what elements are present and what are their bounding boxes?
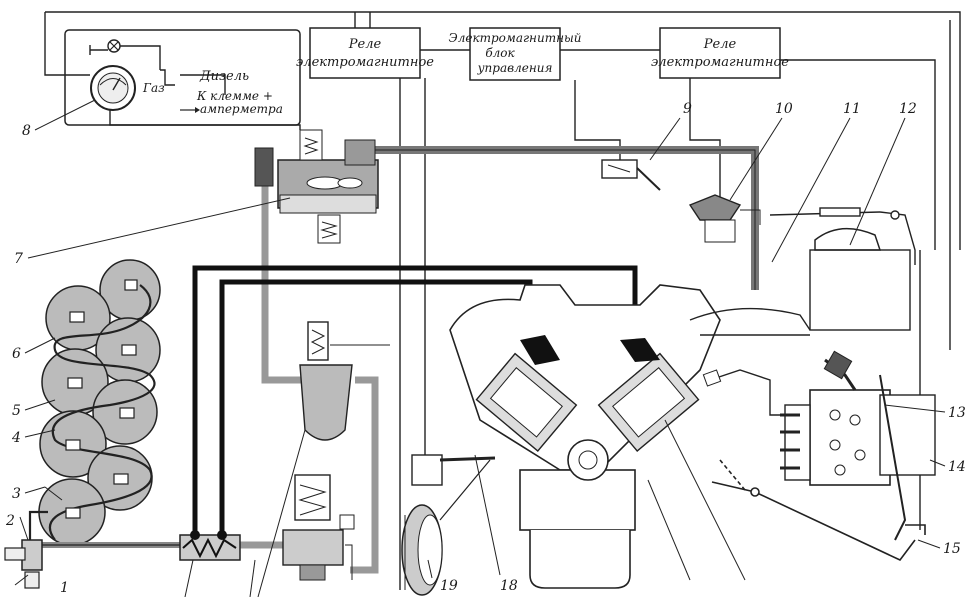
control-unit-line1: Электромагнитный bbox=[449, 31, 582, 45]
accelerator-pedal bbox=[711, 459, 926, 562]
num-19: 19 bbox=[440, 578, 458, 594]
num-18: 18 bbox=[500, 578, 518, 594]
air-cleaner-12 bbox=[809, 227, 911, 331]
pressure-regulator bbox=[282, 474, 355, 581]
num-11: 11 bbox=[843, 101, 861, 117]
num-9: 9 bbox=[683, 101, 692, 117]
relay-right-line1: Реле bbox=[703, 37, 737, 52]
injection-pump bbox=[780, 350, 936, 541]
num-7: 7 bbox=[14, 251, 23, 267]
gas-lines bbox=[30, 146, 759, 574]
label-gas: Газ bbox=[142, 81, 165, 95]
num-10: 10 bbox=[775, 101, 793, 117]
relay-right-line2: электромагнитное bbox=[651, 55, 789, 70]
num-1: 1 bbox=[60, 580, 69, 596]
gas-reducer bbox=[254, 129, 379, 244]
relay-left-box: Реле электромагнитное bbox=[296, 27, 434, 79]
fuel-switch-panel: Газ Дизель К клемме + амперметра bbox=[64, 29, 301, 126]
gas-filter bbox=[299, 321, 390, 441]
relay-left-line2: электромагнитное bbox=[296, 55, 434, 70]
label-to-terminal: К клемме + bbox=[196, 89, 273, 103]
num-6: 6 bbox=[12, 346, 21, 362]
num-4: 4 bbox=[11, 430, 21, 446]
label-diesel: Дизель bbox=[199, 69, 249, 84]
leader-lines bbox=[14, 99, 946, 597]
solenoid-9 bbox=[601, 159, 661, 191]
relay-left-line1: Реле bbox=[348, 37, 382, 52]
num-2: 2 bbox=[5, 513, 15, 529]
injector bbox=[702, 369, 790, 416]
intake-pipe bbox=[689, 307, 811, 336]
num-15: 15 bbox=[943, 541, 961, 557]
heat-exchanger bbox=[179, 530, 241, 561]
num-3: 3 bbox=[12, 486, 21, 502]
control-unit-line3: управления bbox=[477, 61, 553, 75]
v-engine bbox=[449, 284, 721, 589]
mixer-10 bbox=[688, 194, 761, 243]
main-valve bbox=[4, 539, 43, 589]
label-ammeter: амперметра bbox=[200, 102, 283, 116]
num-12: 12 bbox=[899, 101, 917, 117]
fuel-gauge bbox=[90, 65, 136, 111]
throttle-linkage bbox=[769, 207, 921, 530]
control-unit-box: Электромагнитный блок управления bbox=[449, 27, 582, 81]
part-numbers: 1 2 3 4 5 6 7 8 9 10 11 12 13 14 15 18 1… bbox=[5, 101, 966, 596]
control-unit-line2: блок bbox=[485, 46, 515, 60]
generator bbox=[399, 454, 496, 596]
gas-cylinder-bank bbox=[28, 259, 161, 546]
num-14: 14 bbox=[948, 459, 966, 475]
relay-right-box: Реле электромагнитное bbox=[651, 27, 789, 79]
num-8: 8 bbox=[22, 123, 31, 139]
num-13: 13 bbox=[948, 405, 966, 421]
num-5: 5 bbox=[12, 403, 21, 419]
